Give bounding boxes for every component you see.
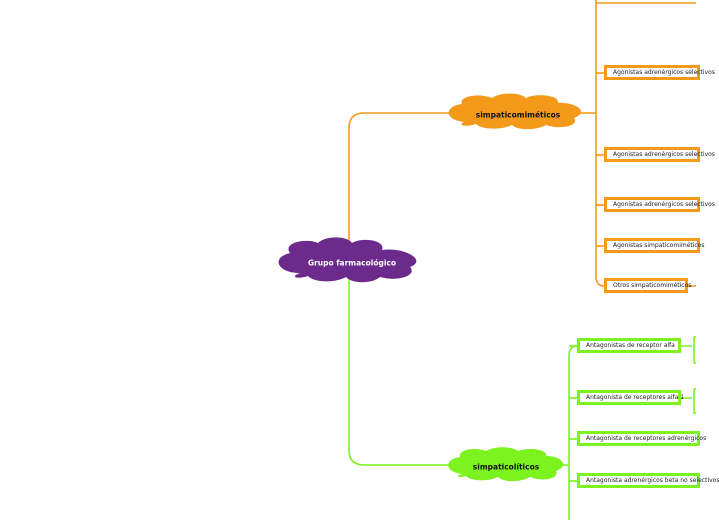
connector-simpaticoliticos-trunk [568, 345, 578, 520]
connector-green-1-out [681, 336, 696, 364]
root-cloud[interactable] [278, 237, 417, 283]
connector-root-to-simpaticoliticos [348, 276, 452, 466]
topic-antagonista-receptores-alfa-1[interactable]: Antagonista de receptores alfa 1 [577, 390, 684, 405]
simpaticomimeticos-label[interactable]: simpaticomiméticos [475, 110, 561, 120]
simpaticomimeticos-cloud-shape [448, 93, 582, 130]
topic-antagonista-receptores-adrenergicos[interactable]: Antagonista de receptores adrenérgicos [577, 431, 706, 446]
topic-antagonista-beta-no-selectivos[interactable]: Antagonista adrenérgicos beta no selecti… [577, 473, 719, 488]
root-label[interactable]: Grupo farmacológico [307, 258, 397, 268]
simpaticoliticos-cloud-shape [448, 447, 564, 482]
connector-green-2-out [681, 388, 696, 414]
connector-root-to-simpaticomimeticos [348, 112, 452, 250]
root-cloud-shape [278, 237, 417, 283]
connector-simpaticomimeticos-trunk [595, 0, 605, 287]
topic-agonistas-selectivos-2[interactable]: Agonistas adrenérgicos selectivos [604, 147, 715, 162]
connector-lines [348, 0, 696, 520]
simpaticomimeticos-cloud[interactable] [448, 93, 582, 130]
topic-agonistas-selectivos-1[interactable]: Agonistas adrenérgicos selectivos [604, 65, 715, 80]
topic-agonistas-selectivos-3[interactable]: Agonistas adrenérgicos selectivos [604, 197, 715, 212]
simpaticoliticos-cloud[interactable] [448, 447, 564, 482]
mind-map-canvas [278, 0, 696, 520]
topic-antagonistas-receptor-alfa[interactable]: Antagonistas de receptor alfa [577, 338, 681, 353]
simpaticoliticos-label[interactable]: simpaticolíticos [472, 462, 540, 472]
topic-agonistas-simpaticomimeticos[interactable]: Agonistas simpaticomiméticos [604, 238, 705, 253]
topic-otros-simpaticomimeticos[interactable]: Otros simpaticomiméticos [604, 278, 691, 293]
